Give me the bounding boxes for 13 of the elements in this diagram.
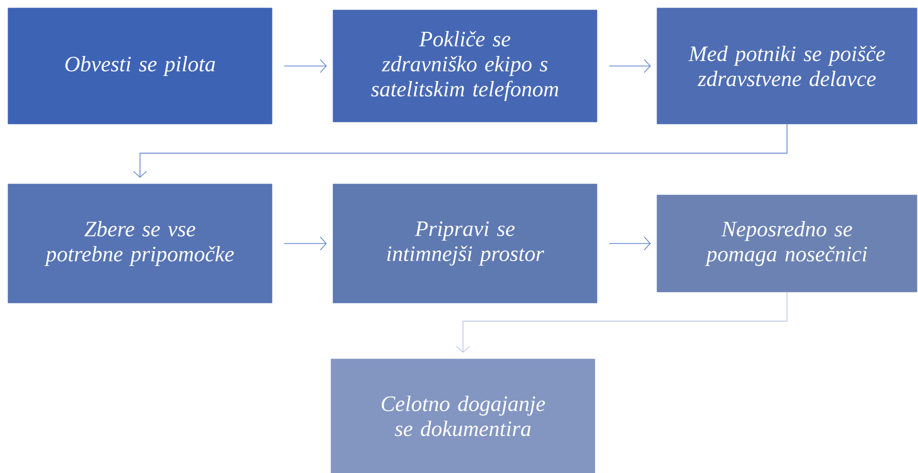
arrow (456, 292, 788, 353)
process-box: Zbere se vse potrebne pripomočke (8, 184, 272, 304)
arrow (284, 236, 327, 250)
arrow (133, 124, 788, 178)
process-box: Celotno dogajanje se dokumentira (330, 358, 596, 473)
process-box: Med potniki se poišče zdravstvene delavce (656, 8, 918, 124)
arrow (608, 236, 651, 250)
process-box: Neposredno se pomaga nosečnici (656, 194, 918, 292)
process-box: Pokliče se zdravniško ekipo s satelitskim telefonom (332, 10, 598, 122)
process-box: Obvesti se pilota (8, 8, 272, 124)
process-box: Pripravi se intimnejši prostor (332, 184, 598, 304)
arrow (608, 59, 651, 73)
arrow (284, 59, 327, 73)
